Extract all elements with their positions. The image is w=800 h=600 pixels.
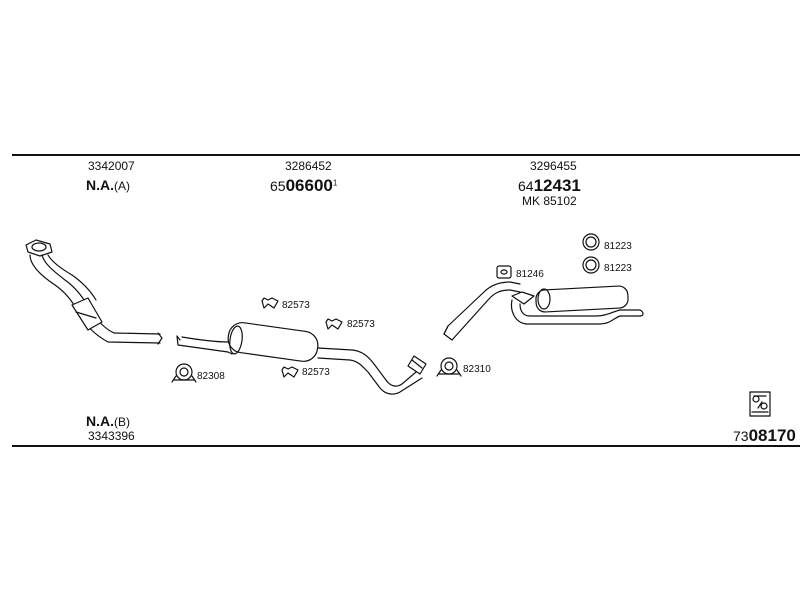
part3-part-number: 6412431 [518,177,581,194]
bottom-variant-text: (B) [114,415,130,429]
rear-silencer-drawing [443,281,644,341]
part2-main: 06600 [285,176,333,195]
ring-a-icon [582,233,600,251]
clamp-c-icon [281,366,299,378]
clamp-d-label: 82308 [197,371,225,382]
part3-prefix: 64 [518,178,534,194]
clamp-a-label: 82573 [282,300,310,311]
clamp-b-icon [325,318,343,330]
clamp-a-icon [261,297,279,309]
catalog-number: 7308170 [733,427,796,444]
top-rule [12,154,800,156]
clamp-e-label: 82310 [463,364,491,375]
part3-main: 12431 [533,176,581,195]
bottom-na-label: N.A.(B) [86,414,130,430]
bottom-rule [12,445,800,447]
clamp-e-icon [436,357,462,377]
bracket-icon [496,265,512,279]
na-text: N.A. [86,177,114,193]
part2-oe-number: 3286452 [285,159,332,173]
ring-a-label: 81223 [604,241,632,252]
clamp-d-icon [171,363,197,383]
catalog-prefix: 73 [733,428,749,444]
ring-b-icon [582,256,600,274]
part1-na-label: N.A.(A) [86,178,130,194]
part3-kit-number: MK 85102 [522,194,577,208]
clamp-b-label: 82573 [347,319,375,330]
part3-oe-number: 3296455 [530,159,577,173]
fitting-kit-icon [749,391,771,417]
part2-sup: 1 [332,178,338,188]
bracket-label: 81246 [516,269,544,280]
part1-oe-number: 3342007 [88,159,135,173]
part2-prefix: 65 [270,178,286,194]
ring-b-label: 81223 [604,263,632,274]
middle-silencer-drawing [176,322,427,395]
clamp-c-label: 82573 [302,367,330,378]
part2-part-number: 65066001 [270,177,337,194]
bottom-oe-number: 3343396 [88,429,135,443]
catalog-main: 08170 [748,426,796,445]
bottom-na-text: N.A. [86,413,114,429]
variant-text: (A) [114,179,130,193]
front-pipe-drawing [25,239,163,345]
